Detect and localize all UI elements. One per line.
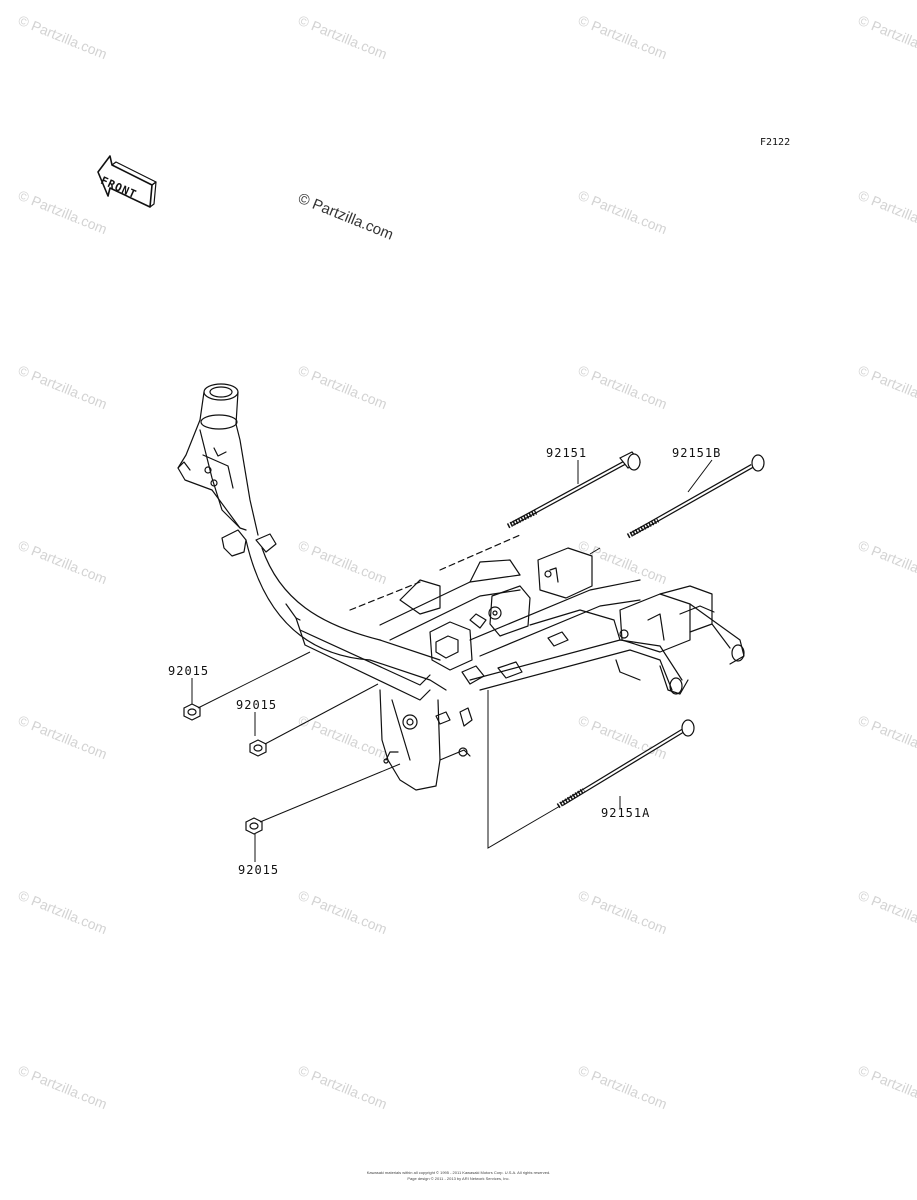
part-label-92015-1[interactable]: 92015: [168, 664, 210, 678]
nut-icon-2: [249, 739, 267, 757]
nut-icon-3: [245, 817, 263, 835]
diagram-id: F2122: [760, 137, 791, 148]
copyright-line-2: Page design © 2011 - 2013 by ARI Network…: [407, 1176, 510, 1181]
nuts: [183, 703, 267, 835]
part-label-92015-3[interactable]: 92015: [238, 863, 280, 877]
leader-lines: [191, 459, 713, 862]
front-arrow-icon: [97, 155, 157, 208]
part-label-92151b[interactable]: 92151B: [672, 446, 722, 460]
part-label-92151a[interactable]: 92151A: [601, 806, 651, 820]
nut-icon-1: [183, 703, 201, 721]
copyright-line-1: Kawasaki materials within all copyright …: [366, 1170, 551, 1175]
bolts: [506, 451, 765, 809]
part-label-92015-2[interactable]: 92015: [236, 698, 278, 712]
part-label-92151[interactable]: 92151: [546, 446, 588, 460]
